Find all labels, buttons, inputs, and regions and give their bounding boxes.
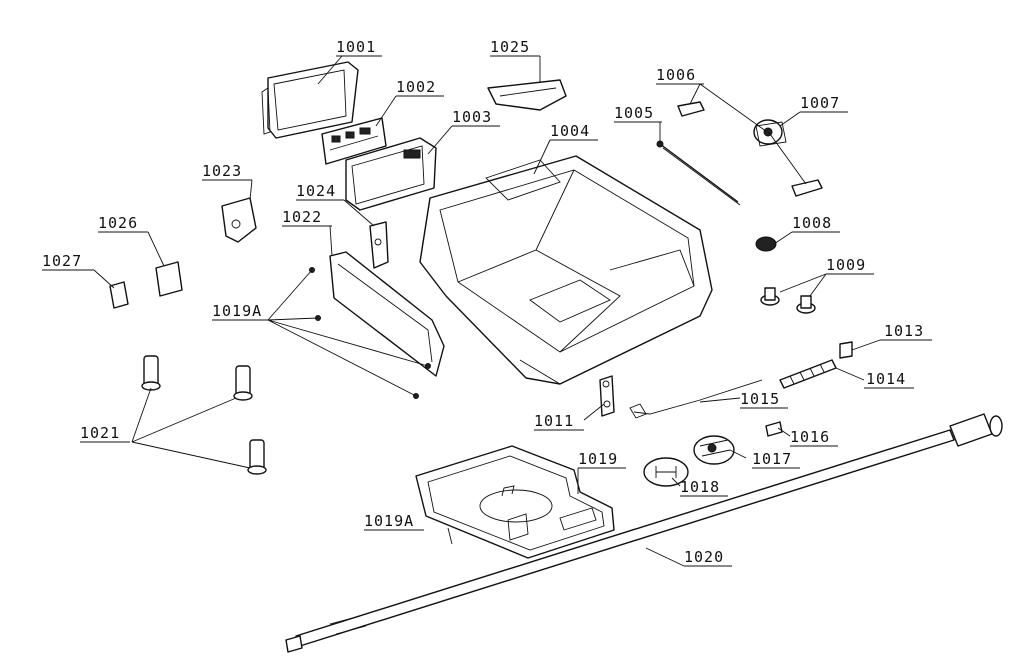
label-1019: 1019 — [578, 450, 618, 468]
part-1002-control-board — [321, 117, 387, 165]
part-1021-foot — [141, 355, 267, 475]
part-1017-pump — [693, 435, 735, 465]
label-1015: 1015 — [740, 390, 780, 408]
leader-lines — [93, 55, 881, 567]
part-1011-bracket — [599, 375, 615, 417]
label-1016: 1016 — [790, 428, 830, 446]
label-1001: 1001 — [336, 38, 376, 56]
callout-labels: 1001 1002 1003 1004 1005 1006 1007 1008 … — [42, 38, 932, 567]
label-1018: 1018 — [680, 478, 720, 496]
label-1004: 1004 — [550, 122, 590, 140]
label-1011: 1011 — [534, 412, 574, 430]
label-1003: 1003 — [452, 108, 492, 126]
part-1015-wire — [629, 379, 763, 419]
part-1018-cover-disc — [643, 457, 689, 487]
part-1003-module-housing — [345, 137, 437, 211]
label-1008: 1008 — [792, 214, 832, 232]
label-1002: 1002 — [396, 78, 436, 96]
part-1024-latch — [369, 221, 389, 269]
part-1016-clip — [765, 421, 783, 437]
label-1024: 1024 — [296, 182, 336, 200]
label-1013: 1013 — [884, 322, 924, 340]
label-1009: 1009 — [826, 256, 866, 274]
part-1019-base-plate — [415, 445, 615, 559]
part-1004-tub — [419, 155, 713, 385]
part-1013-plate — [839, 341, 853, 359]
label-1014: 1014 — [866, 370, 906, 388]
label-1017: 1017 — [752, 450, 792, 468]
label-1007: 1007 — [800, 94, 840, 112]
part-1020-hose — [285, 413, 1003, 653]
label-1022: 1022 — [282, 208, 322, 226]
part-1006-clip — [677, 101, 823, 197]
label-1006: 1006 — [656, 66, 696, 84]
part-1007-valve — [753, 119, 787, 147]
label-1021: 1021 — [80, 424, 120, 442]
label-1025: 1025 — [490, 38, 530, 56]
label-1026: 1026 — [98, 214, 138, 232]
part-1001-bracket — [261, 61, 359, 139]
part-1008-cap — [755, 236, 777, 252]
part-1025-hinge — [487, 79, 567, 111]
part-1027-clip — [109, 281, 129, 309]
part-1005-rod — [656, 140, 741, 206]
label-1020: 1020 — [684, 548, 724, 566]
label-1027: 1027 — [42, 252, 82, 270]
label-1019A-bottom: 1019A — [364, 512, 414, 530]
part-1022-side-panel — [309, 251, 445, 399]
label-1005: 1005 — [614, 104, 654, 122]
label-1023: 1023 — [202, 162, 242, 180]
part-1009-foot — [760, 287, 816, 314]
part-1026-module — [155, 261, 183, 297]
part-1014-spring — [779, 359, 837, 389]
part-1023-bracket — [221, 197, 257, 243]
label-1019A-left: 1019A — [212, 302, 262, 320]
